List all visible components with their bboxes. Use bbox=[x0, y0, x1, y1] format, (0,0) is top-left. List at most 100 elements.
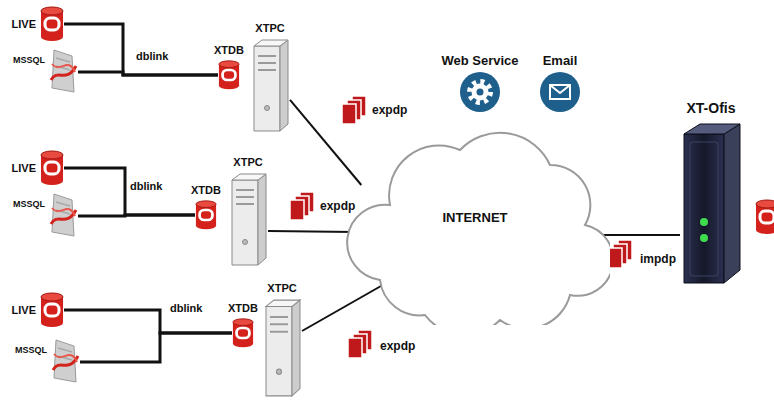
node-label: XTDB bbox=[214, 44, 244, 56]
shape bbox=[292, 300, 300, 396]
mssql-db: MSSQL bbox=[50, 338, 80, 386]
node-label: MSSQL bbox=[13, 56, 45, 66]
dump-files-icon bbox=[348, 330, 372, 358]
node-label: XT-Ofis bbox=[686, 101, 735, 116]
node-label: Web Service bbox=[441, 54, 518, 68]
xtdb-db: XTDB bbox=[195, 200, 217, 230]
xtdb-db: XTDB bbox=[232, 318, 254, 348]
oracle-db-icon bbox=[232, 318, 254, 348]
pc-server-icon bbox=[228, 172, 268, 267]
pc-server-icon bbox=[262, 298, 302, 398]
node-label: LIVE bbox=[12, 162, 36, 174]
node-label: XTDB bbox=[191, 184, 221, 196]
shape bbox=[550, 85, 570, 93]
node-label: Email bbox=[543, 54, 578, 68]
shape bbox=[223, 70, 236, 80]
shape bbox=[460, 72, 500, 112]
shape bbox=[41, 293, 63, 301]
dump-files-icon bbox=[342, 96, 366, 124]
connector-line bbox=[594, 234, 680, 236]
shape bbox=[724, 124, 740, 283]
shape bbox=[41, 151, 63, 159]
web-service-icon: Web Service bbox=[460, 72, 500, 112]
shape bbox=[684, 134, 724, 283]
connector-line bbox=[290, 100, 361, 185]
node-label: LIVE bbox=[12, 304, 36, 316]
shape bbox=[219, 61, 239, 68]
xtdb-db: XTDB bbox=[218, 60, 240, 90]
connector-line bbox=[78, 215, 195, 216]
email-icon: Email bbox=[540, 72, 580, 112]
connector-line bbox=[78, 72, 218, 75]
shape bbox=[254, 46, 280, 131]
mssql-icon bbox=[48, 48, 78, 96]
shape bbox=[265, 106, 270, 111]
shape bbox=[756, 204, 774, 234]
oracle-db: LIVE bbox=[40, 150, 64, 186]
node-label: MSSQL bbox=[13, 200, 45, 210]
oracle-db-icon bbox=[195, 200, 217, 230]
shape bbox=[700, 234, 708, 242]
oracle-db: LIVE bbox=[40, 292, 64, 328]
shape bbox=[54, 354, 77, 362]
shape bbox=[254, 40, 288, 46]
shape bbox=[684, 124, 740, 134]
node-label: XTPC bbox=[233, 156, 262, 168]
file-label: expdp bbox=[370, 104, 409, 117]
connector-line bbox=[268, 231, 355, 232]
connector-line bbox=[302, 282, 388, 331]
shape bbox=[233, 319, 253, 326]
mssql-icon bbox=[48, 192, 78, 240]
xtpc-server: XTPC bbox=[228, 172, 268, 267]
dump-files-icon bbox=[290, 192, 314, 220]
mssql-db: MSSQL bbox=[48, 48, 78, 96]
node-label: XTPC bbox=[255, 22, 284, 34]
node-label: XTPC bbox=[267, 282, 296, 294]
shape bbox=[243, 240, 248, 245]
office-server-icon bbox=[680, 120, 742, 285]
xtpc-server: XTPC bbox=[250, 38, 290, 133]
node-label: MSSQL bbox=[15, 346, 47, 356]
connector-line bbox=[64, 24, 218, 75]
file-label: impdp bbox=[638, 253, 678, 266]
shape bbox=[45, 162, 59, 174]
shape bbox=[52, 208, 75, 216]
oracle-db-icon bbox=[218, 60, 240, 90]
pc-server-icon bbox=[250, 38, 290, 133]
shape bbox=[470, 82, 491, 103]
database-icon bbox=[756, 200, 774, 234]
shape bbox=[347, 133, 610, 325]
oracle-db-icon bbox=[40, 150, 64, 186]
mssql-db: MSSQL bbox=[48, 192, 78, 240]
shape bbox=[270, 317, 288, 332]
file-label: expdp bbox=[318, 200, 357, 213]
shape bbox=[266, 306, 292, 395]
connector-line bbox=[64, 168, 195, 215]
shape bbox=[200, 210, 213, 220]
shape bbox=[280, 40, 288, 131]
email-icon bbox=[540, 72, 580, 112]
oracle-db: LIVE bbox=[40, 6, 64, 42]
edge-label: dblink bbox=[168, 302, 204, 314]
shape bbox=[258, 174, 266, 265]
node-label: XTDB bbox=[228, 302, 258, 314]
shape bbox=[540, 72, 580, 112]
gear-icon bbox=[460, 72, 500, 112]
connector-line bbox=[64, 310, 232, 333]
node-label: LIVE bbox=[12, 18, 36, 30]
shape bbox=[277, 369, 282, 374]
node-label: INTERNET bbox=[443, 210, 508, 224]
shape bbox=[258, 56, 276, 70]
shape bbox=[237, 328, 250, 338]
shape bbox=[52, 64, 75, 72]
shape bbox=[700, 218, 708, 226]
shape bbox=[266, 300, 300, 306]
shape bbox=[232, 174, 266, 180]
shape bbox=[690, 142, 718, 276]
shape bbox=[45, 304, 59, 316]
connector-line bbox=[80, 333, 232, 362]
shape bbox=[760, 211, 774, 223]
shape bbox=[550, 85, 570, 99]
oracle-db-icon bbox=[40, 6, 64, 42]
